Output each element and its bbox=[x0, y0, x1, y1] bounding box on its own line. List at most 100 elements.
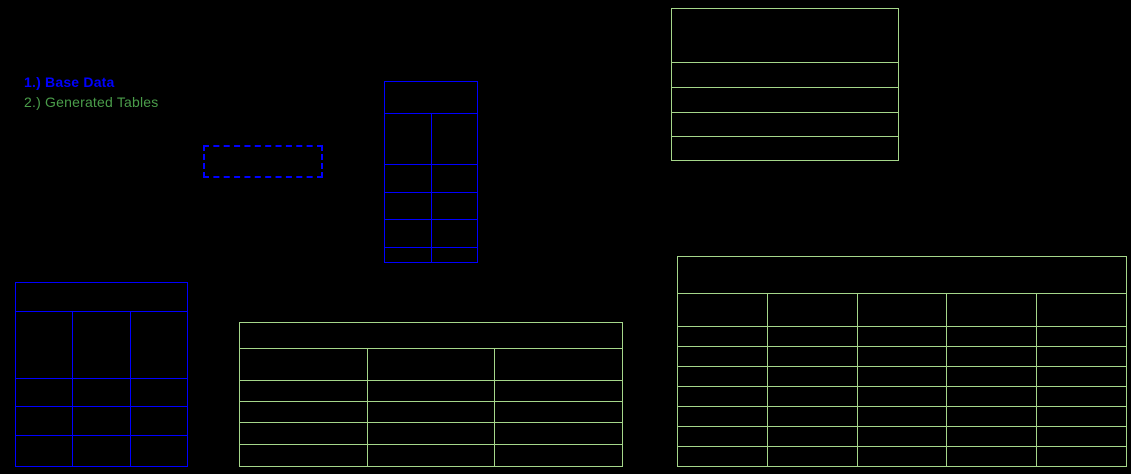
table-cell bbox=[366, 444, 496, 467]
table-cell bbox=[72, 406, 131, 436]
table-cell bbox=[494, 380, 623, 402]
table-base-mid bbox=[384, 81, 478, 263]
table-cell bbox=[677, 366, 768, 387]
table-cell bbox=[384, 219, 432, 248]
table-cell bbox=[1036, 326, 1127, 347]
table-cell bbox=[494, 348, 623, 381]
table-cell bbox=[1036, 386, 1127, 407]
table-header-cell bbox=[239, 322, 623, 349]
table-cell bbox=[766, 293, 858, 327]
table-cell bbox=[384, 164, 432, 193]
table-row bbox=[14, 311, 189, 379]
table-cell bbox=[14, 406, 74, 436]
table-cell bbox=[366, 401, 496, 423]
table-cell bbox=[946, 366, 1038, 387]
table-cell bbox=[494, 422, 623, 445]
table-row bbox=[384, 247, 478, 263]
table-cell bbox=[72, 311, 131, 379]
table-cell bbox=[677, 426, 768, 447]
table-row bbox=[677, 406, 1127, 427]
table-cell bbox=[946, 326, 1038, 347]
table-row bbox=[677, 366, 1127, 387]
table-cell bbox=[430, 219, 478, 248]
table-cell bbox=[494, 444, 623, 467]
table-row bbox=[384, 219, 478, 248]
legend-item-generated-tables: 2.) Generated Tables bbox=[24, 94, 159, 110]
table-body bbox=[384, 81, 478, 263]
table-cell bbox=[430, 247, 478, 263]
table-row bbox=[384, 164, 478, 193]
table-cell bbox=[677, 406, 768, 427]
table-cell bbox=[856, 346, 948, 367]
table-cell bbox=[766, 326, 858, 347]
table-row bbox=[14, 406, 189, 436]
table-cell bbox=[366, 422, 496, 445]
table-body bbox=[671, 8, 899, 161]
table-cell bbox=[766, 366, 858, 387]
table-cell bbox=[671, 62, 899, 88]
table-cell bbox=[129, 406, 189, 436]
table-cell bbox=[239, 380, 368, 402]
base-data-placeholder-box bbox=[203, 145, 323, 178]
table-cell bbox=[677, 346, 768, 367]
table-cell bbox=[766, 446, 858, 467]
table-cell bbox=[1036, 346, 1127, 367]
table-cell bbox=[1036, 406, 1127, 427]
table-cell bbox=[766, 406, 858, 427]
table-cell bbox=[677, 386, 768, 407]
table-generated-mid-bottom bbox=[239, 322, 623, 467]
table-cell bbox=[72, 378, 131, 407]
table-header-row bbox=[671, 8, 899, 63]
table-header-row bbox=[239, 322, 623, 349]
table-cell bbox=[1036, 426, 1127, 447]
table-cell bbox=[239, 401, 368, 423]
table-row bbox=[14, 435, 189, 467]
table-cell bbox=[1036, 366, 1127, 387]
table-cell bbox=[946, 346, 1038, 367]
table-cell bbox=[129, 378, 189, 407]
table-cell bbox=[856, 406, 948, 427]
table-cell bbox=[366, 348, 496, 381]
table-generated-bottom-right bbox=[677, 256, 1127, 467]
table-body bbox=[239, 322, 623, 467]
table-row bbox=[239, 401, 623, 423]
table-row bbox=[677, 326, 1127, 347]
table-header-row bbox=[384, 81, 478, 114]
table-cell bbox=[671, 87, 899, 113]
table-cell bbox=[384, 113, 432, 165]
table-row bbox=[384, 192, 478, 220]
table-cell bbox=[366, 380, 496, 402]
table-row bbox=[239, 444, 623, 467]
table-row bbox=[671, 62, 899, 88]
table-cell bbox=[72, 435, 131, 467]
table-cell bbox=[494, 401, 623, 423]
table-cell bbox=[1036, 446, 1127, 467]
table-row bbox=[671, 136, 899, 161]
table-header-cell bbox=[677, 256, 1127, 294]
table-base-left bbox=[14, 282, 189, 467]
table-cell bbox=[239, 348, 368, 381]
table-row bbox=[677, 426, 1127, 447]
table-cell bbox=[856, 386, 948, 407]
table-cell bbox=[384, 192, 432, 220]
table-cell bbox=[129, 311, 189, 379]
table-cell bbox=[430, 192, 478, 220]
table-row bbox=[239, 380, 623, 402]
table-cell bbox=[946, 386, 1038, 407]
table-cell bbox=[671, 112, 899, 137]
table-cell bbox=[239, 444, 368, 467]
table-cell bbox=[677, 293, 768, 327]
table-cell bbox=[946, 446, 1038, 467]
legend: 1.) Base Data 2.) Generated Tables bbox=[24, 72, 159, 112]
table-cell bbox=[766, 426, 858, 447]
table-header-row bbox=[677, 256, 1127, 294]
table-cell bbox=[946, 426, 1038, 447]
table-cell bbox=[766, 346, 858, 367]
table-cell bbox=[14, 378, 74, 407]
table-cell bbox=[946, 293, 1038, 327]
table-row bbox=[677, 446, 1127, 467]
table-cell bbox=[14, 311, 74, 379]
table-cell bbox=[856, 366, 948, 387]
table-row bbox=[239, 422, 623, 445]
table-row bbox=[677, 293, 1127, 327]
